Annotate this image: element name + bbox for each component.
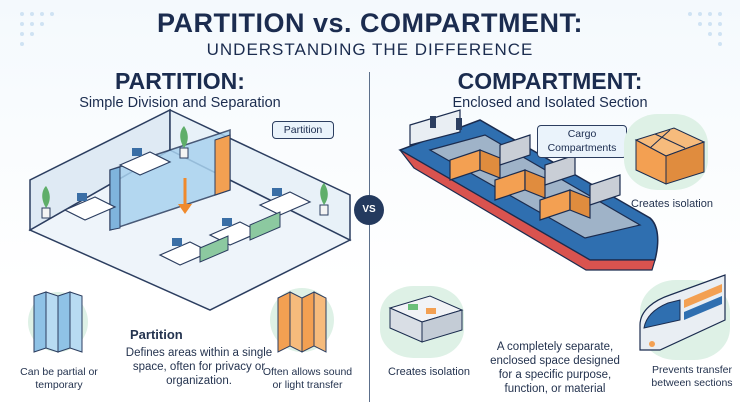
office-illustration: [28, 108, 352, 311]
compartment-definition: A completely separate, enclosed space de…: [490, 341, 620, 395]
compartment-callout: Cargo Compartments: [537, 125, 627, 158]
compartment-feature-bottom-left: Creates isolation: [388, 366, 470, 378]
cargo-ship-illustration: [398, 109, 659, 271]
decorative-dots-right: [688, 12, 722, 46]
train-icon: [639, 274, 726, 351]
compartment-subheading: Enclosed and Isolated Section: [452, 95, 648, 111]
open-box-icon: [634, 127, 706, 185]
vs-badge: VS: [354, 195, 384, 225]
section-divider: [369, 72, 370, 402]
compartment-heading: COMPARTMENT:: [457, 68, 643, 94]
partition-callout: Partition: [272, 121, 334, 139]
partition-subheading: Simple Division and Separation: [79, 95, 281, 111]
compartment-feature-bottom-right: Prevents transfer between sections: [651, 364, 733, 389]
decorative-dots-left: [20, 12, 54, 46]
partition-definition: Defines areas within a single space, oft…: [125, 347, 273, 387]
main-subtitle: UNDERSTANDING THE DIFFERENCE: [206, 40, 534, 59]
compartment-drawer-icon: [388, 295, 464, 343]
partition-heading: PARTITION:: [115, 68, 245, 94]
main-title: PARTITION vs. COMPARTMENT:: [156, 8, 583, 38]
accordion-screen-icon: [277, 291, 327, 353]
partition-feature-left: Can be partial or temporary: [20, 366, 98, 391]
compartment-feature-top-right: Creates isolation: [631, 198, 713, 210]
folding-screen-icon: [33, 291, 83, 353]
partition-feature-right: Often allows sound or light transfer: [262, 366, 353, 391]
partition-term: Partition: [130, 327, 183, 342]
